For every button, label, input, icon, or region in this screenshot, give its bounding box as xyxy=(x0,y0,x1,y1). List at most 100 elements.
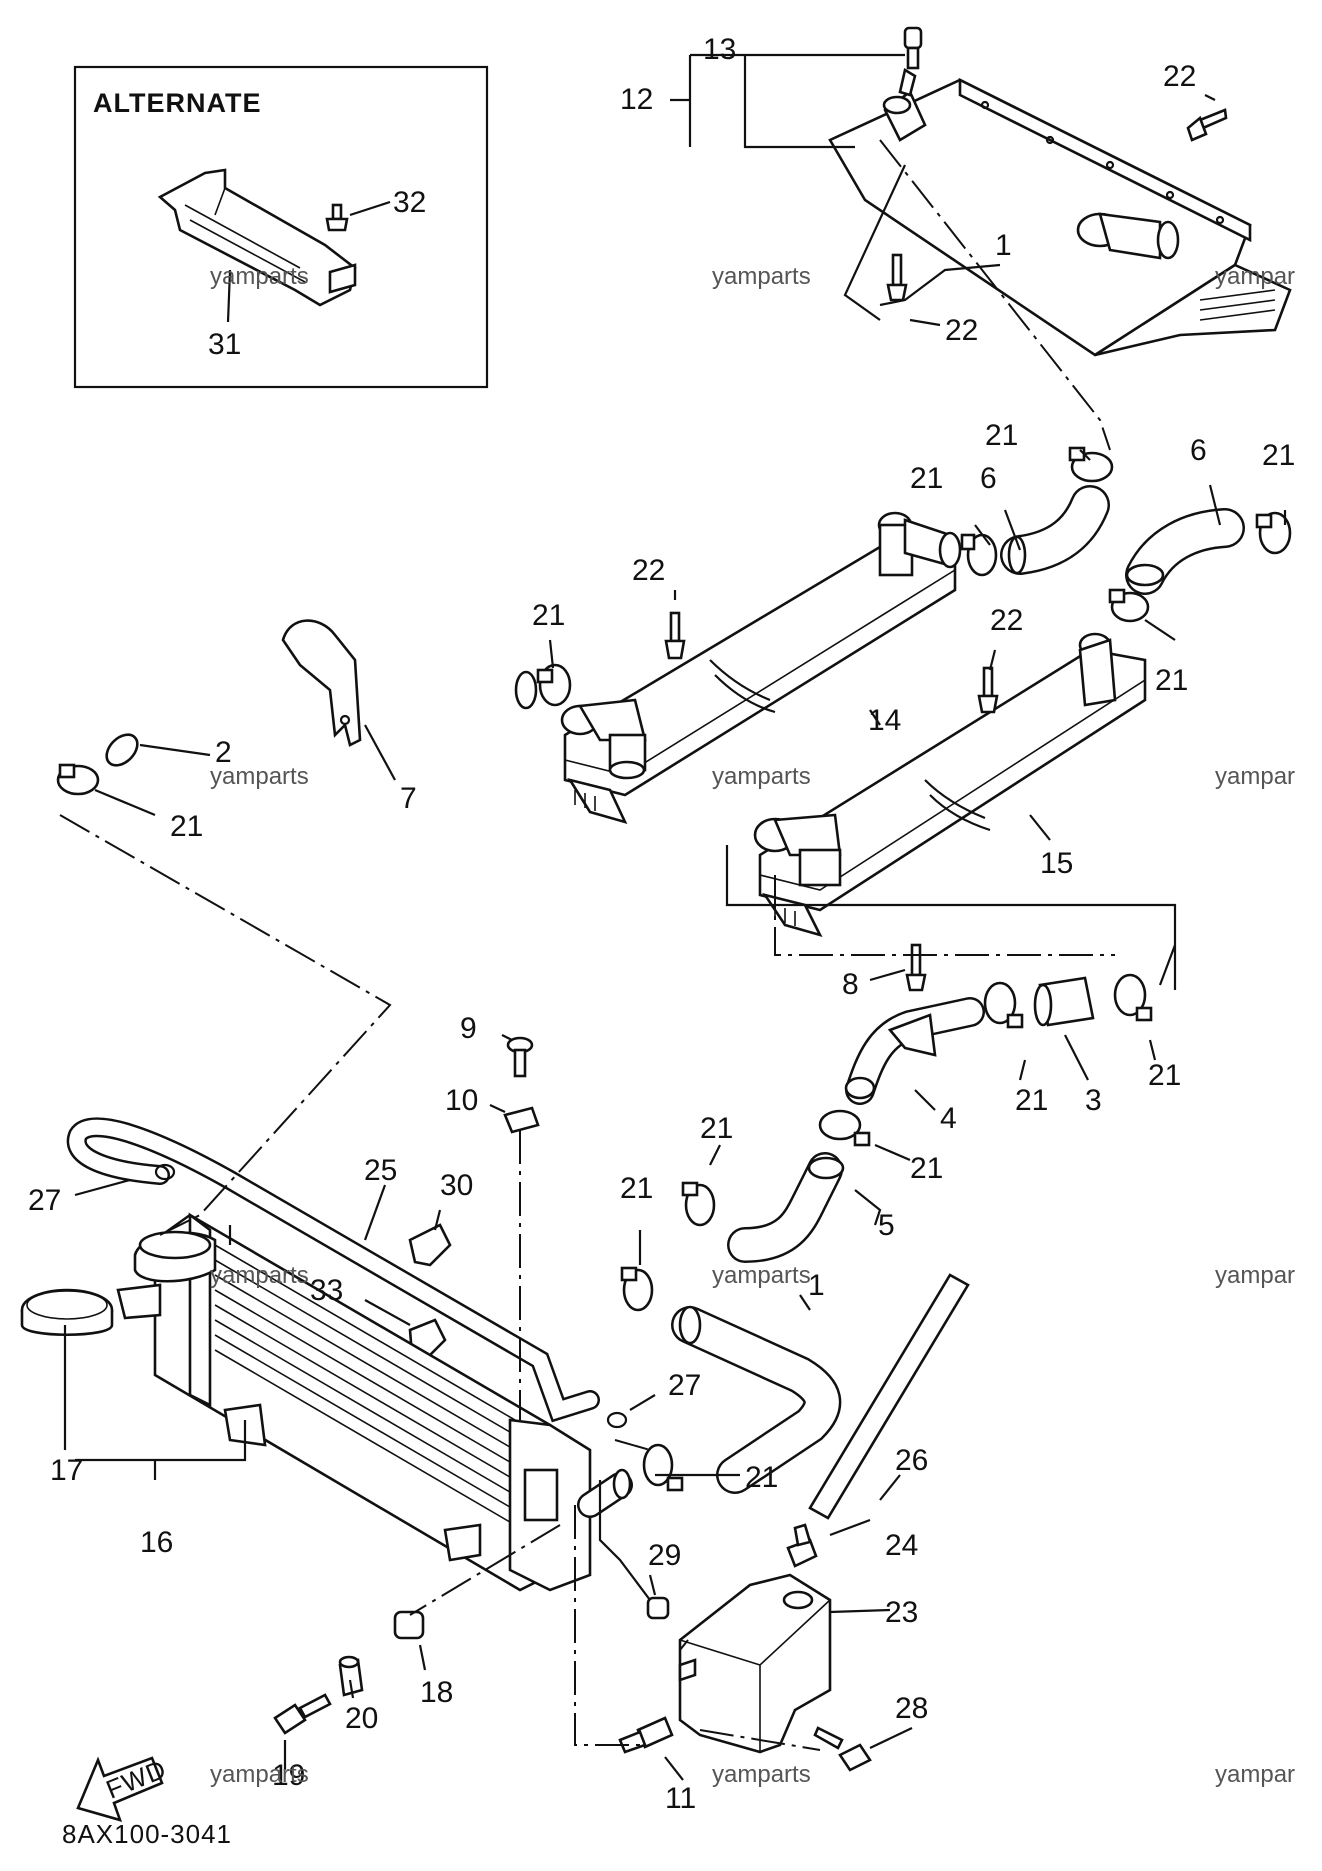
callout-25: 25 xyxy=(364,1154,397,1187)
clamp-21-b xyxy=(960,533,998,577)
callout-21-c: 21 xyxy=(1262,439,1295,472)
callout-7: 7 xyxy=(400,782,417,815)
callout-21-h: 21 xyxy=(1148,1059,1181,1092)
watermark: yamparts xyxy=(210,1262,309,1289)
callout-28: 28 xyxy=(895,1692,928,1725)
clip-27-b xyxy=(606,1411,628,1429)
clamp-21-l xyxy=(642,1443,684,1492)
screw-9 xyxy=(506,1036,534,1078)
watermark: yamparts xyxy=(210,263,309,290)
callout-14: 14 xyxy=(868,704,901,737)
hose-25 xyxy=(66,1117,600,1423)
callout-6-left: 6 xyxy=(980,462,997,495)
watermark: yamparts xyxy=(210,763,309,790)
callout-13: 13 xyxy=(703,33,736,66)
pipe-assembly-15 xyxy=(753,632,1147,938)
callout-22-top: 22 xyxy=(1163,60,1196,93)
fwd-arrow-icon: FWD xyxy=(76,1754,171,1822)
clip-27-a xyxy=(154,1163,176,1181)
rivet-22-panel xyxy=(886,253,908,302)
centerlines xyxy=(59,139,1115,1751)
grommet-29 xyxy=(646,1596,670,1620)
callout-23: 23 xyxy=(885,1596,918,1629)
callout-1-panel: 1 xyxy=(995,229,1012,262)
pipe-14-fitting-right xyxy=(877,511,962,577)
callout-6-right: 6 xyxy=(1190,434,1207,467)
bolt-19 xyxy=(273,1693,332,1735)
clamp-21-a xyxy=(1068,446,1114,483)
bracket-31-drawing xyxy=(157,168,357,307)
rivet-22-pipe15 xyxy=(977,666,999,714)
callout-21-j: 21 xyxy=(700,1112,733,1145)
clamp-21-f xyxy=(56,763,100,796)
clamp-21-i xyxy=(818,1109,871,1147)
callout-5: 5 xyxy=(878,1209,895,1242)
callout-26: 26 xyxy=(895,1444,928,1477)
callout-8: 8 xyxy=(842,968,859,1001)
watermark: yamparts xyxy=(712,763,811,790)
callout-21-l: 21 xyxy=(745,1461,778,1494)
callout-3: 3 xyxy=(1085,1084,1102,1117)
callout-17: 17 xyxy=(50,1454,83,1487)
fwd-label: FWD xyxy=(102,1754,171,1805)
callout-33: 33 xyxy=(310,1274,343,1307)
watermark-cut: yampar xyxy=(1215,1262,1295,1289)
leader-lines xyxy=(63,53,1287,1781)
callout-10: 10 xyxy=(445,1084,478,1117)
hose-6-right xyxy=(1125,508,1245,595)
callout-21-f: 21 xyxy=(170,810,203,843)
cover-panel-1 xyxy=(828,77,1292,357)
callout-22-pipe15: 22 xyxy=(990,604,1023,637)
reservoir-tank-23 xyxy=(678,1573,832,1754)
grommet-18 xyxy=(393,1610,425,1640)
diagram-code: 8AX100-3041 xyxy=(62,1819,232,1849)
radiator-16 xyxy=(116,1212,633,1592)
callout-22-pipe14: 22 xyxy=(632,554,665,587)
pipe-assembly-14 xyxy=(560,511,962,825)
pipe-4 xyxy=(844,997,985,1105)
callout-32: 32 xyxy=(393,186,426,219)
bolt-8 xyxy=(905,943,927,992)
hose-2 xyxy=(92,482,558,767)
callout-labels: 13 12 22 1 22 21 6 21 21 6 22 21 22 21 1… xyxy=(28,33,1295,1815)
nut-10 xyxy=(503,1106,540,1134)
callout-20: 20 xyxy=(345,1702,378,1735)
callout-30: 30 xyxy=(440,1169,473,1202)
clamp-30 xyxy=(408,1223,452,1267)
hose-5 xyxy=(727,1152,845,1263)
clamp-21-j xyxy=(681,1181,716,1227)
hose-3 xyxy=(1033,976,1095,1027)
callout-15: 15 xyxy=(1040,847,1073,880)
callout-2: 2 xyxy=(215,736,232,769)
callout-16: 16 xyxy=(140,1526,173,1559)
clamp-21-e xyxy=(536,663,572,707)
bracket-7 xyxy=(281,619,362,747)
clamp-21-g xyxy=(983,981,1024,1029)
callout-22-panel: 22 xyxy=(945,314,978,347)
hose-26 xyxy=(808,1273,970,1520)
callout-21-k: 21 xyxy=(620,1172,653,1205)
inset-title: ALTERNATE xyxy=(93,88,261,118)
cap-17 xyxy=(20,1288,114,1336)
rivet-22-pipe14 xyxy=(664,611,686,660)
watermark: yamparts xyxy=(712,1761,811,1788)
watermarks: yamparts yamparts yampar yamparts yampar… xyxy=(210,263,1295,1788)
callout-12: 12 xyxy=(620,83,653,116)
sensor-11 xyxy=(618,1716,674,1754)
callout-21-g: 21 xyxy=(1015,1084,1048,1117)
watermark: yamparts xyxy=(712,1262,811,1289)
pipe-14-fitting-left xyxy=(560,698,647,780)
hose-6-left xyxy=(1000,485,1110,575)
callout-21-i: 21 xyxy=(910,1152,943,1185)
callout-27-a: 27 xyxy=(28,1184,61,1217)
clamp-21-k xyxy=(620,1266,654,1312)
inset-leaders xyxy=(226,200,391,323)
callout-4: 4 xyxy=(940,1102,957,1135)
inset-frame xyxy=(73,65,489,389)
bolt-28 xyxy=(813,1726,872,1772)
watermark: yamparts xyxy=(210,1761,309,1788)
callout-18: 18 xyxy=(420,1676,453,1709)
collar-20 xyxy=(338,1655,364,1697)
clamp-21-c xyxy=(1255,511,1292,555)
